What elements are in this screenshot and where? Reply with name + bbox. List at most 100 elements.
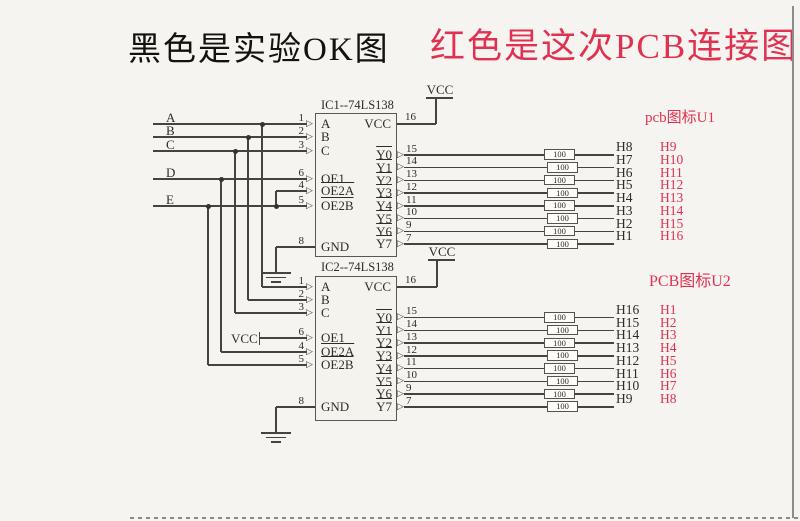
wire-segment bbox=[404, 205, 614, 207]
wire-segment bbox=[276, 246, 315, 248]
wire-segment bbox=[275, 191, 277, 206]
pin-arrow-icon: ▷ bbox=[306, 294, 313, 305]
pin-number: 16 bbox=[405, 111, 416, 123]
pin-arrow-icon: ▷ bbox=[306, 281, 313, 292]
output-row: Y7 ▷ 7 100 H1 H16 bbox=[370, 229, 710, 252]
output-row: Y3 ▷ 12 100 H13 H4 bbox=[370, 341, 710, 364]
ic1-output-rows: Y0 ▷ 15 100 H8 H9 Y1 ▷ 14 100 H7 H10 Y2 … bbox=[370, 140, 710, 252]
pin-arrow-icon: ▷ bbox=[306, 118, 313, 129]
vcc-label: VCC bbox=[231, 331, 258, 346]
resistor: 100 bbox=[547, 213, 578, 224]
vcc-terminal-bar bbox=[426, 96, 453, 99]
pin-number: 13 bbox=[406, 330, 417, 343]
pin-label: GND bbox=[321, 239, 350, 254]
pin-arrow-icon: ▷ bbox=[397, 325, 404, 336]
input-label-e: E bbox=[166, 192, 174, 207]
pin-label: Y6 bbox=[376, 223, 392, 239]
net-label-black: H15 bbox=[616, 314, 640, 330]
pin-label: OE2A bbox=[321, 344, 355, 359]
pin-label: Y3 bbox=[376, 348, 392, 364]
pin-number: 2 bbox=[298, 288, 305, 300]
wire-segment bbox=[260, 337, 307, 339]
pin-label: Y7 bbox=[376, 399, 392, 415]
pin-number: 6 bbox=[298, 326, 305, 338]
title-red: 红色是这次PCB连接图 bbox=[430, 27, 799, 66]
pin-number: 3 bbox=[298, 301, 305, 313]
net-label-black: H14 bbox=[616, 327, 640, 343]
resistor: 100 bbox=[544, 149, 575, 160]
pcb-label-u1: pcb图标U1 bbox=[645, 110, 715, 126]
pin-number: 10 bbox=[406, 369, 417, 382]
ic2-body bbox=[315, 276, 397, 421]
pin-label: Y6 bbox=[376, 386, 392, 402]
net-label-red: H8 bbox=[660, 391, 677, 407]
pin-label: A bbox=[321, 279, 331, 294]
wire-segment bbox=[207, 206, 209, 365]
pin-label: OE1 bbox=[321, 330, 345, 345]
resistor: 100 bbox=[544, 337, 575, 349]
wire-segment bbox=[153, 150, 307, 152]
output-row: Y7 ▷ 7 100 H9 H8 bbox=[370, 392, 710, 415]
wire-segment bbox=[397, 123, 436, 125]
pin-number: 7 bbox=[406, 394, 412, 407]
scan-edge-right bbox=[792, 6, 794, 518]
pin-label: Y5 bbox=[376, 210, 392, 226]
net-label-black: H12 bbox=[616, 352, 640, 368]
net-label-black: H5 bbox=[616, 177, 633, 193]
pin-label: Y3 bbox=[376, 185, 392, 201]
input-label-a: A bbox=[166, 110, 176, 125]
net-label-black: H6 bbox=[616, 164, 633, 180]
pin-label: B bbox=[321, 292, 330, 307]
pin-arrow-icon: ▷ bbox=[306, 185, 313, 196]
output-row: Y2 ▷ 13 100 H6 H11 bbox=[370, 165, 710, 187]
vcc-label: VCC bbox=[428, 244, 456, 259]
pin-number: 4 bbox=[298, 179, 305, 191]
net-label-red: H10 bbox=[660, 151, 684, 167]
pin-number: 3 bbox=[298, 139, 305, 151]
resistor: 100 bbox=[547, 401, 578, 412]
scan-edge-bottom bbox=[130, 517, 800, 519]
pin-arrow-icon: ▷ bbox=[397, 226, 404, 237]
resistor: 100 bbox=[544, 174, 575, 186]
pin-label: Y7 bbox=[376, 236, 392, 252]
resistor: 100 bbox=[547, 187, 578, 199]
resistor: 100 bbox=[547, 238, 578, 250]
wire-segment bbox=[208, 364, 307, 366]
net-label-black: H13 bbox=[616, 340, 640, 356]
net-label-red: H15 bbox=[660, 215, 684, 231]
net-label-black: H3 bbox=[616, 202, 633, 218]
wire-segment bbox=[404, 217, 614, 220]
pin-arrow-icon: ▷ bbox=[306, 346, 313, 357]
input-label-c: C bbox=[166, 137, 175, 152]
pin-number: 15 bbox=[406, 142, 417, 155]
net-label-black: H16 bbox=[616, 301, 640, 317]
pin-arrow-icon: ▷ bbox=[397, 200, 404, 211]
ic1-vcc-pin-label: VCC bbox=[364, 116, 391, 131]
pin-label: OE1 bbox=[321, 171, 345, 186]
wire-segment bbox=[404, 329, 614, 332]
pin-label: OE2B bbox=[321, 198, 354, 213]
net-label-red: H6 bbox=[660, 365, 677, 381]
wire-segment bbox=[404, 342, 614, 344]
ic2-output-rows: Y0 ▷ 15 100 H16 H1 Y1 ▷ 14 100 H15 H2 Y2… bbox=[370, 303, 710, 415]
net-label-red: H3 bbox=[660, 327, 677, 343]
pin-number: 10 bbox=[406, 206, 417, 219]
output-row: Y6 ▷ 9 100 H2 H15 bbox=[370, 216, 710, 239]
pin-arrow-icon: ▷ bbox=[397, 162, 404, 173]
net-label-red: H14 bbox=[660, 202, 684, 218]
pin-arrow-icon: ▷ bbox=[306, 200, 313, 211]
pin-number: 12 bbox=[406, 343, 417, 356]
pin-number: 1 bbox=[298, 275, 305, 287]
wire-segment bbox=[404, 367, 614, 370]
wire-segment bbox=[248, 299, 307, 301]
wire-segment bbox=[247, 137, 249, 300]
pin-arrow-icon: ▷ bbox=[397, 312, 404, 323]
wire-segment bbox=[404, 406, 614, 408]
pin-number: 9 bbox=[406, 381, 412, 394]
pin-number: 15 bbox=[406, 305, 417, 318]
pin-arrow-icon: ▷ bbox=[306, 145, 313, 156]
wire-segment bbox=[261, 124, 263, 287]
wire-segment bbox=[404, 192, 614, 194]
pin-label: Y4 bbox=[376, 360, 392, 376]
wire-segment bbox=[404, 166, 614, 169]
